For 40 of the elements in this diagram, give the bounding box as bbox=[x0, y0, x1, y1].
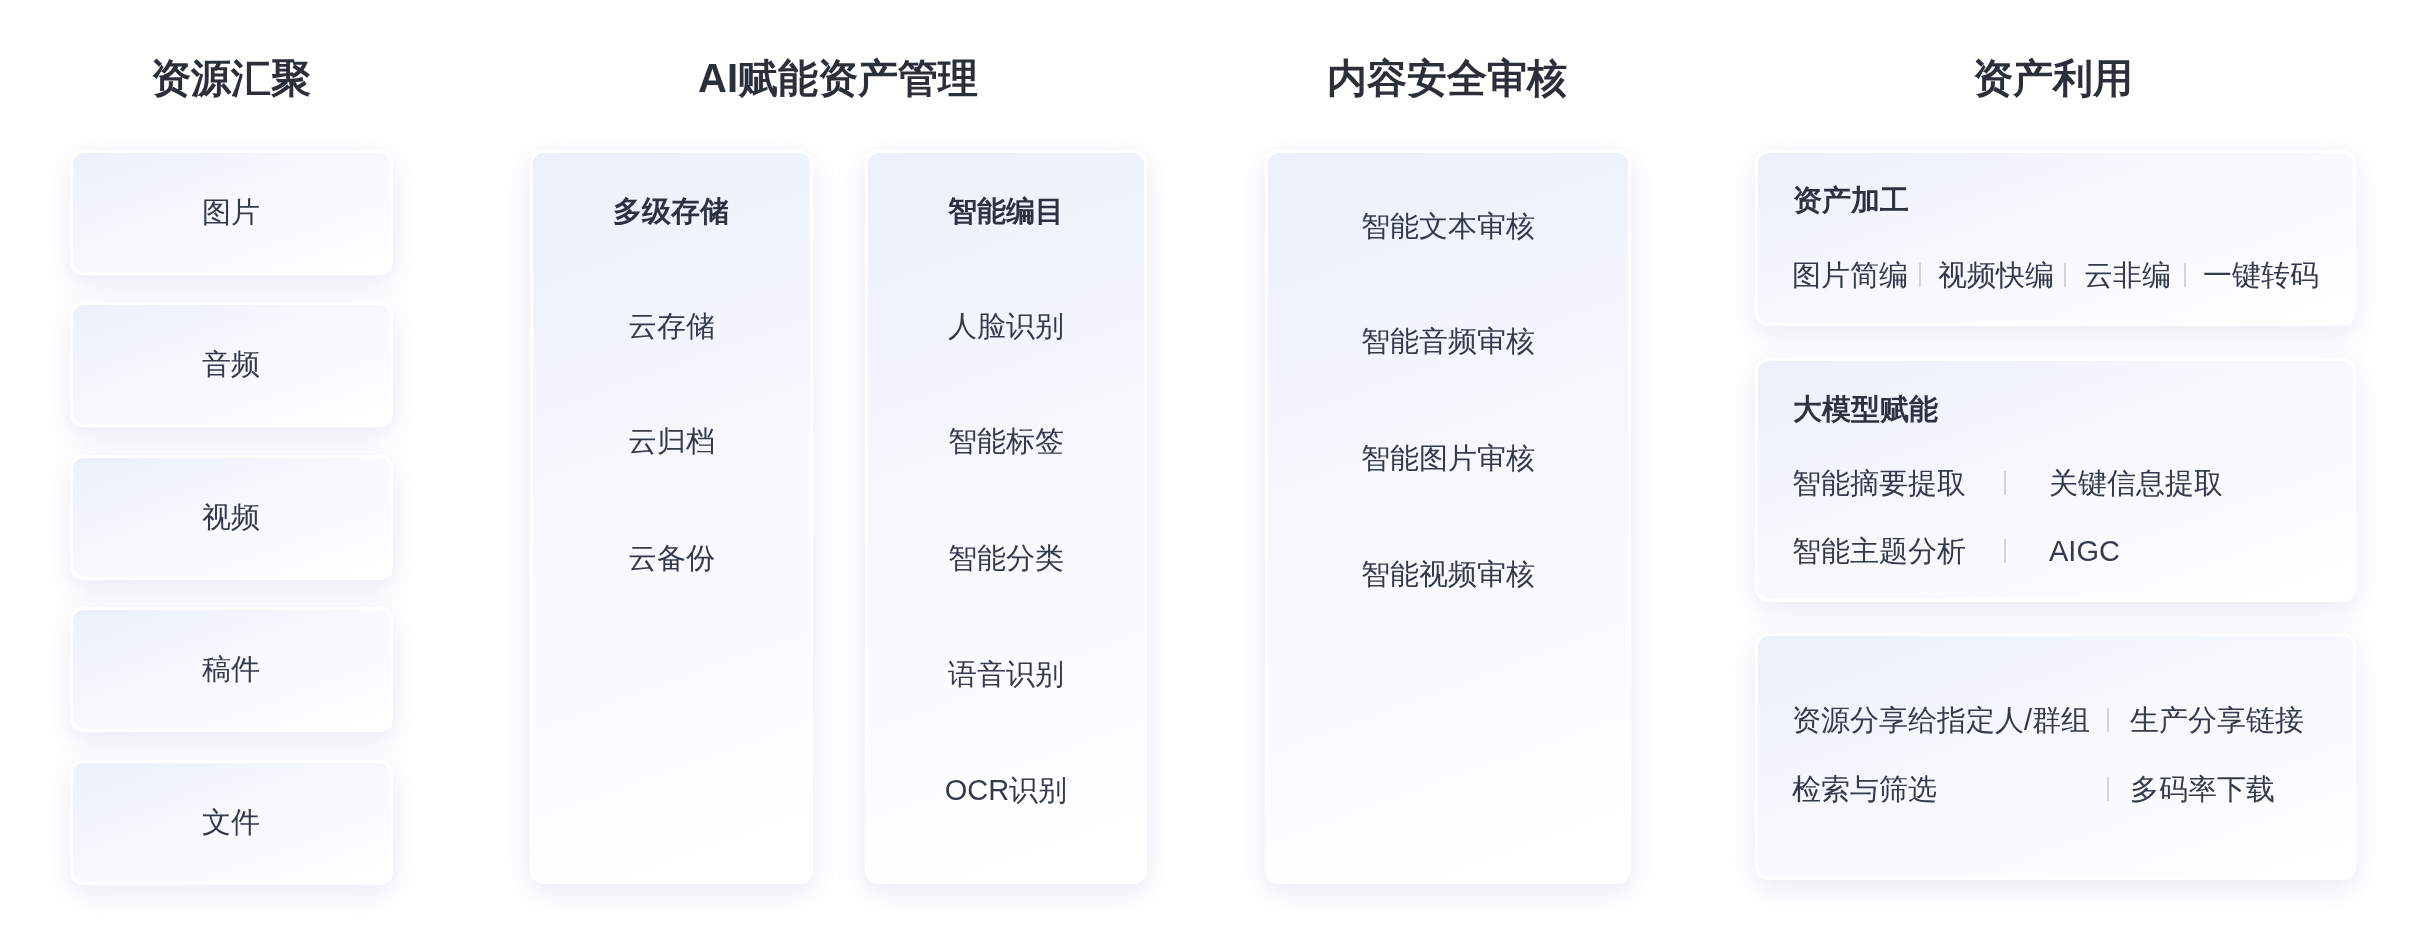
item-text: 视频 bbox=[202, 499, 260, 535]
item-text: 多码率下载 bbox=[2130, 771, 2275, 807]
item-text: 智能分类 bbox=[948, 540, 1064, 576]
item-text: 视频快编 bbox=[1938, 257, 2054, 293]
item-text: 云归档 bbox=[627, 423, 715, 459]
column-title: 资源汇聚 bbox=[151, 54, 311, 102]
card-heading: 多级存储 bbox=[613, 193, 729, 229]
item-text: 关键信息提取 bbox=[2049, 465, 2223, 501]
card-heading: 资产加工 bbox=[1793, 182, 1909, 218]
item-text: 智能视频审核 bbox=[1361, 556, 1535, 592]
item-text: 智能文本审核 bbox=[1361, 208, 1535, 244]
card-heading: 大模型赋能 bbox=[1793, 391, 1938, 427]
item-text: 智能摘要提取 bbox=[1792, 465, 1966, 501]
category-card bbox=[1755, 358, 2356, 602]
item-text: 智能主题分析 bbox=[1792, 533, 1966, 569]
item-text: 智能音频审核 bbox=[1361, 323, 1535, 359]
item-text: 生产分享链接 bbox=[2130, 702, 2304, 738]
item-text: 音频 bbox=[202, 346, 260, 382]
item-text: 智能标签 bbox=[948, 423, 1064, 459]
item-text: 智能图片审核 bbox=[1361, 440, 1535, 476]
item-text: 云备份 bbox=[627, 540, 715, 576]
category-card bbox=[1755, 150, 2356, 326]
column-title: AI赋能资产管理 bbox=[698, 54, 978, 102]
item-text: 云存储 bbox=[627, 308, 715, 344]
item-text: OCR识别 bbox=[944, 772, 1068, 808]
item-text: 人脸识别 bbox=[948, 308, 1064, 344]
category-card bbox=[1755, 633, 2356, 880]
column-title: 资产利用 bbox=[1973, 54, 2133, 102]
item-text: 检索与筛选 bbox=[1792, 771, 1937, 807]
item-text: 语音识别 bbox=[948, 656, 1064, 692]
item-text: 资源分享给指定人/群组 bbox=[1792, 702, 2091, 738]
item-text: 云非编 bbox=[2084, 257, 2171, 293]
card-heading: 智能编目 bbox=[948, 193, 1064, 229]
item-text: 稿件 bbox=[202, 651, 260, 687]
item-text: 图片 bbox=[202, 194, 260, 230]
column-title: 内容安全审核 bbox=[1327, 54, 1567, 102]
item-text: 图片简编 bbox=[1792, 257, 1908, 293]
item-text: AIGC bbox=[2049, 533, 2120, 569]
item-text: 文件 bbox=[202, 804, 260, 840]
item-text: 一键转码 bbox=[2203, 257, 2319, 293]
